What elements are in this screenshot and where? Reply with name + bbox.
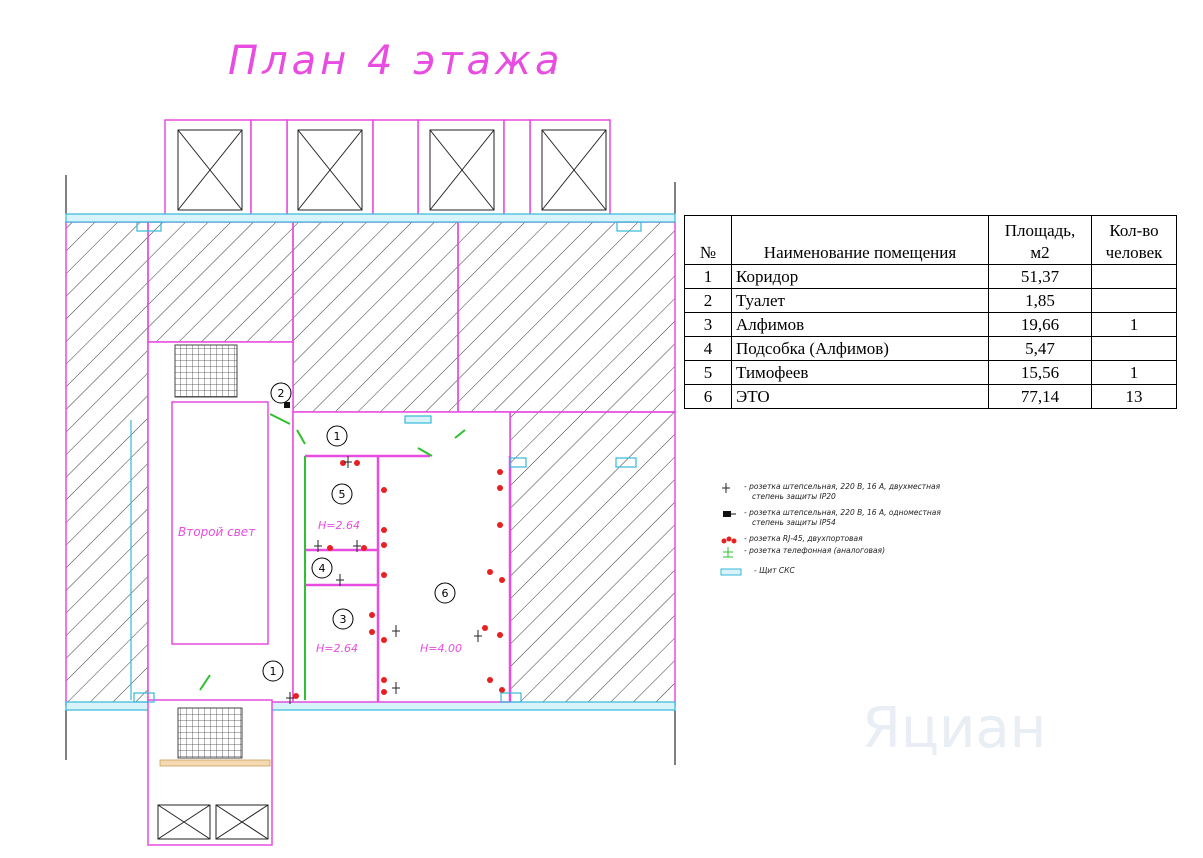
room-markers: 1 2 5 4 3 6 1 bbox=[262, 382, 456, 682]
cell-people bbox=[1091, 336, 1177, 361]
cell-people: 1 bbox=[1091, 312, 1177, 337]
table-row: 3 Алфимов 19,66 1 bbox=[684, 312, 1177, 337]
plan-title: План 4 этажа bbox=[228, 38, 564, 84]
legend-text: - розетка штепсельная, 220 В, 16 А, одно… bbox=[744, 508, 941, 517]
second-light-void bbox=[171, 401, 269, 645]
sks-panel bbox=[404, 415, 432, 424]
cell-people: 1 bbox=[1091, 360, 1177, 385]
rj45-sockets bbox=[293, 460, 505, 699]
cell-number: 4 bbox=[684, 336, 732, 361]
table-row: 1 Коридор 51,37 bbox=[684, 264, 1177, 289]
cell-number: 6 bbox=[684, 384, 732, 409]
double-socket-icon bbox=[722, 483, 730, 493]
svg-text:1: 1 bbox=[334, 430, 341, 443]
ventilation-shafts bbox=[164, 119, 611, 221]
legend-text: - Щит СКС bbox=[754, 566, 795, 575]
cell-number: 3 bbox=[684, 312, 732, 337]
partitions bbox=[305, 454, 512, 702]
second-light-label: Второй свет bbox=[178, 525, 256, 539]
rj45-socket-icon bbox=[721, 536, 737, 544]
phone-socket-icon bbox=[723, 547, 733, 558]
header-area: Площадь, м2 bbox=[988, 215, 1092, 265]
cell-people bbox=[1091, 288, 1177, 313]
cell-people bbox=[1091, 264, 1177, 289]
table-row: 5 Тимофеев 15,56 1 bbox=[684, 360, 1177, 385]
cell-number: 5 bbox=[684, 360, 732, 385]
header-number: № bbox=[684, 215, 732, 265]
table-header-row: № Наименование помещения Площадь, м2 Кол… bbox=[684, 215, 1177, 265]
legend-text: - розетка RJ-45, двухпортовая bbox=[744, 534, 863, 543]
cell-name: Коридор bbox=[731, 264, 989, 289]
legend-text: - розетка штепсельная, 220 В, 16 А, двух… bbox=[744, 482, 941, 491]
svg-text:H=2.64: H=2.64 bbox=[318, 519, 360, 532]
cell-name: Туалет bbox=[731, 288, 989, 313]
single-socket-icon bbox=[723, 511, 736, 517]
cell-area: 5,47 bbox=[988, 336, 1092, 361]
cell-name: ЭТО bbox=[731, 384, 989, 409]
header-people: Кол-во человек bbox=[1091, 215, 1177, 265]
table-row: 4 Подсобка (Алфимов) 5,47 bbox=[684, 336, 1177, 361]
legend-text: степень защиты IP54 bbox=[752, 518, 836, 527]
stairs-upper bbox=[174, 344, 238, 398]
rooms-table: № Наименование помещения Площадь, м2 Кол… bbox=[684, 215, 1177, 409]
cell-name: Подсобка (Алфимов) bbox=[731, 336, 989, 361]
stairs-lower bbox=[177, 707, 243, 759]
shaft-crosses bbox=[177, 129, 607, 211]
svg-text:5: 5 bbox=[339, 488, 346, 501]
glass-partitions bbox=[199, 413, 466, 700]
floor-plan: Второй свет 1 2 5 4 3 6 1 H=2.64 H=2.64 … bbox=[65, 119, 676, 846]
watermark-logo: Яциан bbox=[862, 696, 1047, 761]
cell-area: 19,66 bbox=[988, 312, 1092, 337]
cell-name: Тимофеев bbox=[731, 360, 989, 385]
svg-text:1: 1 bbox=[270, 665, 277, 678]
cell-number: 1 bbox=[684, 264, 732, 289]
wall-markers bbox=[130, 221, 642, 703]
cell-number: 2 bbox=[684, 288, 732, 313]
svg-text:H=2.64: H=2.64 bbox=[316, 642, 358, 655]
svg-text:H=4.00: H=4.00 bbox=[420, 642, 462, 655]
table-row: 2 Туалет 1,85 bbox=[684, 288, 1177, 313]
header-name: Наименование помещения bbox=[731, 215, 989, 265]
ceiling-heights: H=2.64 H=2.64 H=4.00 bbox=[316, 519, 462, 655]
svg-text:4: 4 bbox=[319, 562, 326, 575]
double-sockets bbox=[286, 456, 482, 704]
legend-text: степень защиты IP20 bbox=[752, 492, 836, 501]
svg-text:6: 6 bbox=[442, 587, 449, 600]
cell-area: 15,56 bbox=[988, 360, 1092, 385]
landing-strip bbox=[159, 759, 271, 767]
cell-area: 77,14 bbox=[988, 384, 1092, 409]
cell-area: 51,37 bbox=[988, 264, 1092, 289]
elevators bbox=[157, 804, 269, 840]
sks-panel-icon bbox=[720, 568, 742, 576]
single-socket bbox=[284, 402, 290, 408]
hatched-zones bbox=[65, 221, 676, 707]
cell-area: 1,85 bbox=[988, 288, 1092, 313]
svg-text:3: 3 bbox=[340, 613, 347, 626]
svg-text:2: 2 bbox=[278, 387, 285, 400]
cell-name: Алфимов bbox=[731, 312, 989, 337]
table-row: 6 ЭТО 77,14 13 bbox=[684, 384, 1177, 409]
legend-text: - розетка телефонная (аналоговая) bbox=[744, 546, 885, 555]
cell-people: 13 bbox=[1091, 384, 1177, 409]
